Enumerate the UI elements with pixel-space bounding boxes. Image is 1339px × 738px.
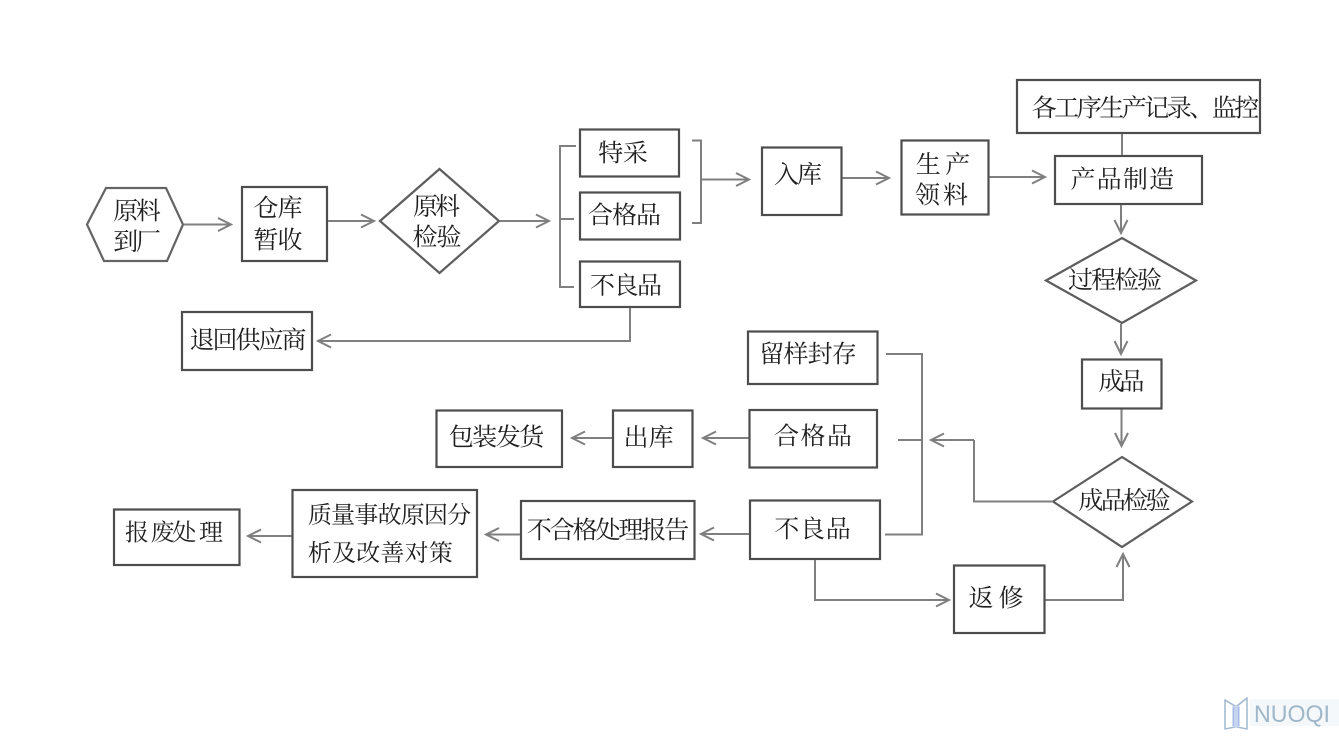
svg-text:NUOQI: NUOQI — [1254, 701, 1330, 728]
